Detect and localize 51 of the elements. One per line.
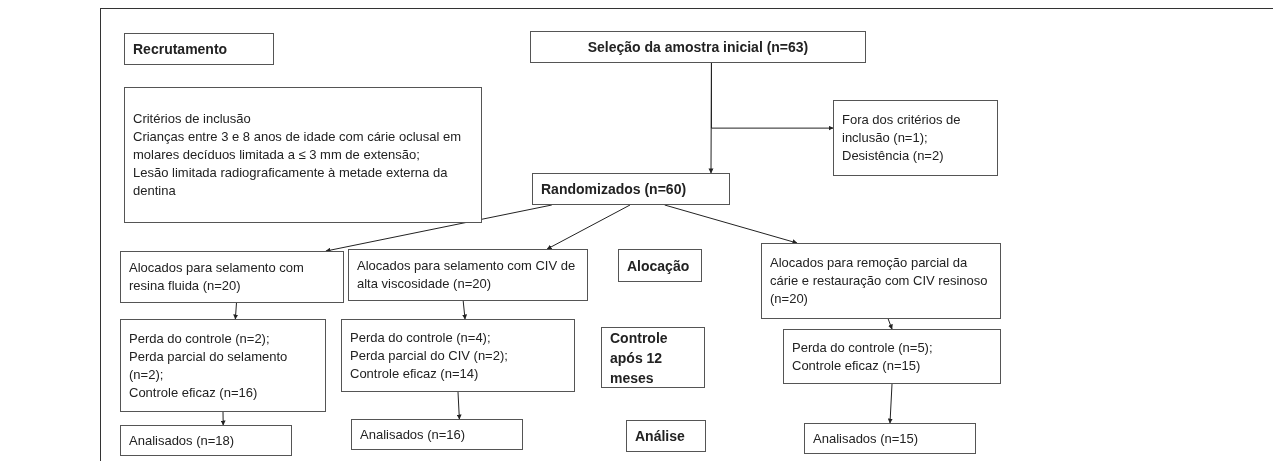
process-box	[530, 31, 866, 63]
arrow	[220, 411, 226, 426]
node-text: Controle eficaz (n=16)	[129, 383, 259, 402]
arrow	[710, 62, 834, 131]
node-text: Perda do controle (n=5);	[792, 338, 934, 357]
stage-label-box	[626, 420, 706, 452]
process-box	[761, 243, 1001, 319]
process-box	[783, 329, 1001, 384]
exclusion-box	[833, 100, 998, 176]
node-text: Recrutamento	[133, 40, 229, 59]
stage-label-box	[618, 249, 702, 282]
process-box	[532, 173, 730, 205]
node-text: Desistência (n=2)	[842, 147, 945, 165]
node-text: Controle eficaz (n=14)	[350, 364, 480, 383]
process-box	[804, 423, 976, 454]
node-text: Alocação	[627, 256, 691, 276]
node-text: Randomizados (n=60)	[541, 180, 688, 199]
stage-label-box	[124, 33, 274, 65]
node-text: Perda do controle (n=4);	[350, 328, 492, 347]
node-text: Perda parcial do CIV (n=2);	[350, 346, 509, 365]
process-box	[351, 419, 523, 450]
node-text: Alocados para selamento com resina fluida (n=20)	[129, 259, 305, 295]
node-text: Lesão limitada radiograficamente à metade externa da dentina	[133, 164, 449, 200]
node-text: Fora dos critérios de inclusão (n=1);	[842, 111, 962, 147]
node-text: Controle eficaz (n=15)	[792, 356, 922, 375]
arrow	[664, 204, 798, 245]
node-text: Controle após 12 meses	[610, 328, 669, 388]
node-text: Critérios de inclusão	[133, 110, 252, 128]
arrow	[887, 318, 893, 330]
node-text: Perda parcial do selamento (n=2);	[129, 347, 289, 384]
arrow	[546, 204, 631, 250]
node-text: Crianças entre 3 e 8 anos de idade com cárie oclusal em molares decíduos limitada a ≤ 3 mm de extensão;	[133, 128, 463, 164]
process-box	[348, 249, 588, 301]
node-text: Alocados para remoção parcial da cárie e restauração com CIV resinoso (n=20)	[770, 254, 989, 308]
node-text: Alocados para selamento com CIV de alta viscosidade (n=20)	[357, 257, 577, 293]
node-text: Seleção da amostra inicial (n=63)	[587, 38, 809, 57]
node-text: Analisados (n=18)	[129, 431, 236, 450]
arrow	[233, 302, 239, 320]
node-text: Análise	[635, 427, 686, 446]
arrow	[456, 391, 462, 420]
arrow	[887, 383, 893, 424]
node-text: Analisados (n=16)	[360, 425, 467, 444]
stage-label-box	[601, 327, 705, 388]
process-box	[120, 251, 344, 303]
node-text: Analisados (n=15)	[813, 429, 920, 448]
process-box	[120, 425, 292, 456]
process-box	[341, 319, 575, 392]
criteria-box	[124, 87, 482, 223]
arrow	[462, 300, 468, 320]
process-box	[120, 319, 326, 412]
node-text: Perda do controle (n=2);	[129, 329, 271, 348]
